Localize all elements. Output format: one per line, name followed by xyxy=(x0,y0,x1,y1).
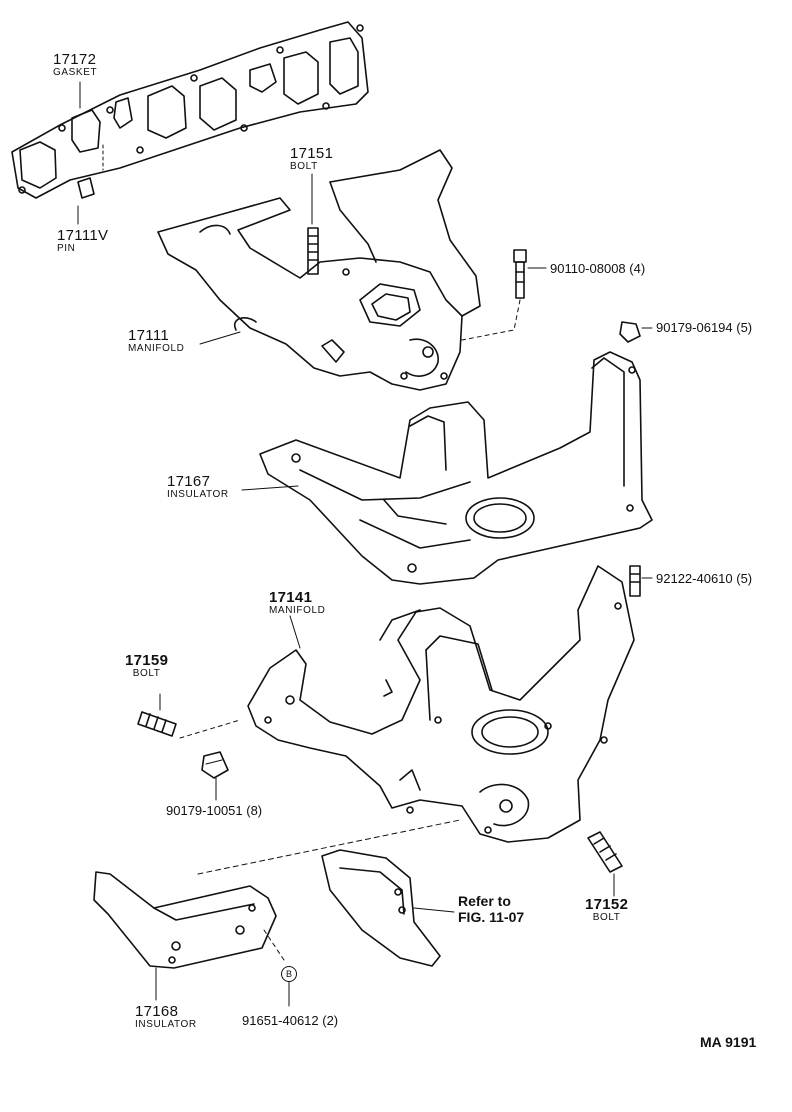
part-label-17111v: 17111V PIN xyxy=(57,228,108,254)
nut-90179-10051-drawing xyxy=(201,751,229,801)
part-number: 17111 xyxy=(128,327,169,344)
lower-manifold-drawing xyxy=(247,565,635,843)
part-name: BOLT xyxy=(592,912,621,923)
lower-insulator-drawing xyxy=(93,819,461,1007)
gasket-drawing xyxy=(11,21,369,199)
part-label-17168: 17168 INSULATOR xyxy=(135,1004,197,1030)
part-number: 17151 xyxy=(290,145,334,162)
part-number: 17172 xyxy=(53,51,97,68)
part-number: 17111V xyxy=(57,227,109,244)
part-number: 17168 xyxy=(135,1003,179,1020)
part-label-90179-10051: 90179-10051 (8) xyxy=(166,803,263,818)
part-number: 17167 xyxy=(167,473,211,490)
bolt-17159-drawing xyxy=(137,711,241,739)
heat-shield-drawing xyxy=(321,849,455,967)
part-name: GASKET xyxy=(53,67,98,78)
bolt-17151-drawing xyxy=(307,227,319,275)
nut-90179-06194-drawing xyxy=(619,321,653,343)
stud-17152-drawing xyxy=(587,831,623,897)
figure-reference: Refer to FIG. 11-07 xyxy=(458,893,524,925)
part-number: 17152 xyxy=(585,896,629,913)
part-name: MANIFOLD xyxy=(269,605,326,616)
reference-line-1: Refer to xyxy=(458,893,511,909)
part-label-17159: 17159 BOLT xyxy=(125,653,168,679)
marker-circle: B xyxy=(281,966,297,982)
pin-drawing xyxy=(77,144,104,199)
upper-insulator-drawing xyxy=(259,351,653,585)
upper-manifold-drawing xyxy=(157,149,481,391)
part-name: BOLT xyxy=(290,161,318,172)
part-label-17111: 17111 MANIFOLD xyxy=(128,328,184,354)
part-label-17167: 17167 INSULATOR xyxy=(167,474,229,500)
part-name: PIN xyxy=(57,243,76,254)
part-name: BOLT xyxy=(132,668,161,679)
part-name: INSULATOR xyxy=(167,489,229,500)
part-number: 17159 xyxy=(125,652,169,669)
part-label-17152: 17152 BOLT xyxy=(585,897,628,923)
stud-92122-drawing xyxy=(629,565,653,597)
part-name: MANIFOLD xyxy=(128,343,185,354)
part-label-17172: 17172 GASKET xyxy=(53,52,97,78)
part-label-17141: 17141 MANIFOLD xyxy=(269,590,325,616)
bolt-90110-drawing xyxy=(461,249,547,341)
part-name: INSULATOR xyxy=(135,1019,197,1030)
part-number: 17141 xyxy=(269,589,313,606)
leader-lines xyxy=(77,173,313,1001)
part-label-90179-06194: 90179-06194 (5) xyxy=(656,320,753,335)
reference-line-2: FIG. 11-07 xyxy=(458,909,525,926)
part-label-17151: 17151 BOLT xyxy=(290,146,333,172)
figure-code: MA 9191 xyxy=(700,1034,757,1050)
part-label-90110-08008: 90110-08008 (4) xyxy=(550,261,646,276)
part-label-92122-40610: 92122-40610 (5) xyxy=(656,571,753,586)
part-label-91651-40612: 91651-40612 (2) xyxy=(242,1013,339,1028)
